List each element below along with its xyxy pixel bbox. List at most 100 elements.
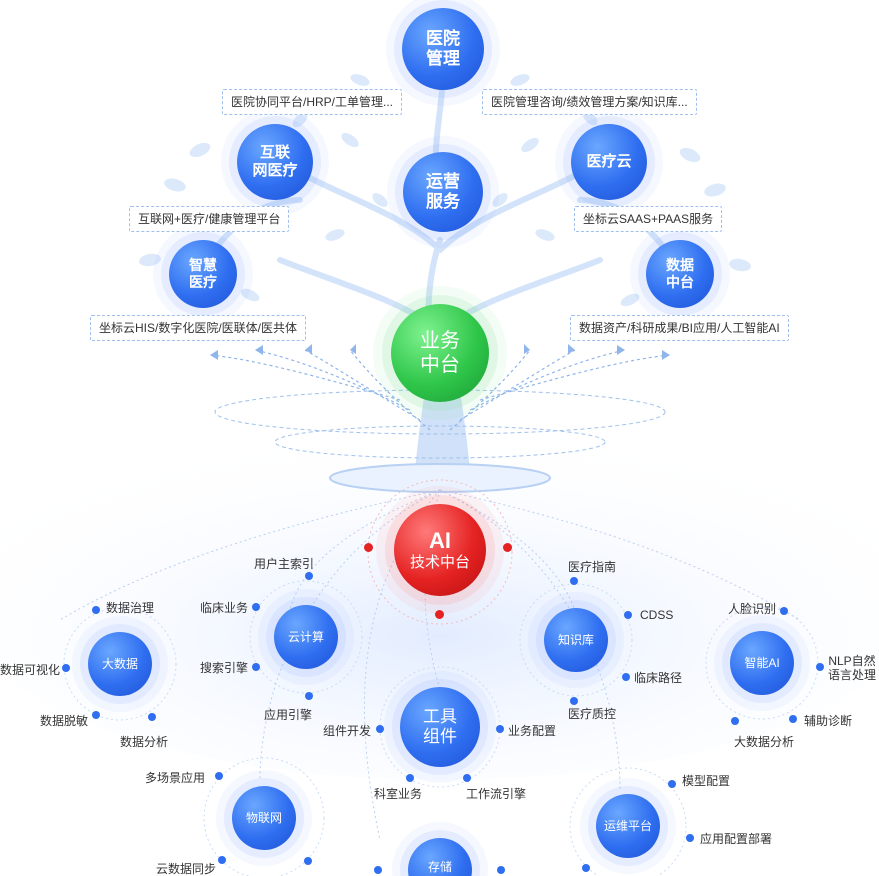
node-data-center-label: 数据 中台 <box>666 257 694 290</box>
label-clinical-path: 临床路径 <box>634 671 683 685</box>
node-smart-ai[interactable]: 智能AI <box>730 631 794 695</box>
label-component-dev: 组件开发 <box>323 724 372 738</box>
tag-his: 坐标云HIS/数字化医院/医联体/医共体 <box>90 315 307 341</box>
label-app-deploy: 应用配置部署 <box>700 832 773 846</box>
dot-quality-control <box>570 697 578 705</box>
node-internet-medical-label: 互联 网医疗 <box>252 144 298 179</box>
dot-workflow-engine <box>463 774 471 782</box>
label-clinical-business: 临床业务 <box>200 601 249 615</box>
roots-glow <box>0 420 879 780</box>
label-quality-control: 医疗质控 <box>568 707 617 721</box>
dot-search-engine <box>252 663 260 671</box>
node-operations-label: 运营 服务 <box>426 171 460 211</box>
node-cloud-compute-label: 云计算 <box>287 629 324 644</box>
ai-subtitle: 技术中台 <box>409 554 470 572</box>
node-medical-cloud-label: 医疗云 <box>586 153 632 170</box>
dot-medical-guide <box>570 577 578 585</box>
arrow-heads <box>210 344 670 360</box>
label-model-config: 模型配置 <box>682 774 731 788</box>
dot-clinical-business <box>252 603 260 611</box>
dot-dept-business <box>406 774 414 782</box>
label-business-config: 业务配置 <box>508 724 557 738</box>
dot-data-masking <box>92 711 100 719</box>
node-big-data-label: 大数据 <box>101 656 138 671</box>
label-cdss: CDSS <box>640 608 674 622</box>
label-face-recognition: 人脸识别 <box>728 602 777 616</box>
dot-user-index <box>305 572 313 580</box>
label-data-visualization: 数据可视化 <box>0 663 61 677</box>
dot-aux-diagnosis <box>789 715 797 723</box>
node-internet-medical[interactable]: 互联 网医疗 <box>237 124 313 200</box>
dot-iot-extra <box>304 857 312 865</box>
label-search-engine: 搜索引擎 <box>200 661 249 675</box>
tag-hospital-platform: 医院协同平台/HRP/工单管理... <box>222 89 403 115</box>
node-tool-component-label: 工具 组件 <box>423 706 457 746</box>
node-medical-cloud[interactable]: 医疗云 <box>571 124 647 200</box>
node-smart-ai-label: 智能AI <box>744 655 780 670</box>
tag-data-assets: 数据资产/科研成果/BI应用/人工智能AI <box>570 315 789 341</box>
ai-dot-left <box>364 543 373 552</box>
node-iot[interactable]: 物联网 <box>232 786 296 850</box>
dot-component-dev <box>376 725 384 733</box>
node-operations[interactable]: 运营 服务 <box>403 152 483 232</box>
node-tool-component[interactable]: 工具 组件 <box>400 687 480 767</box>
label-workflow-engine: 工作流引擎 <box>466 787 527 801</box>
node-big-data[interactable]: 大数据 <box>88 632 152 696</box>
platform-disc <box>329 463 551 493</box>
ai-title: AI <box>429 527 451 553</box>
label-aux-diagnosis: 辅助诊断 <box>804 714 853 728</box>
label-user-index: 用户主索引 <box>254 557 315 571</box>
arrow-lines <box>209 349 671 431</box>
node-knowledge-base-label: 知识库 <box>557 632 594 647</box>
node-ops-platform-label: 运维平台 <box>603 818 652 833</box>
label-data-masking: 数据脱敏 <box>40 714 89 728</box>
node-hospital-management[interactable]: 医院 管理 <box>402 8 484 90</box>
platform-rings <box>214 389 666 459</box>
node-business-center[interactable]: 业务 中台 <box>391 304 489 402</box>
dot-storage-right <box>497 866 505 874</box>
dot-model-config <box>668 780 676 788</box>
dot-app-engine <box>305 692 313 700</box>
tag-saas-paas: 坐标云SAAS+PAAS服务 <box>574 206 723 232</box>
dot-data-visualization <box>62 664 70 672</box>
dot-business-config <box>496 725 504 733</box>
dot-data-analysis <box>148 713 156 721</box>
node-business-center-label: 业务 中台 <box>420 330 460 376</box>
node-smart-medical-label: 智慧 医疗 <box>189 257 217 290</box>
dot-ops-extra <box>582 864 590 872</box>
dot-cdss <box>624 611 632 619</box>
label-data-analysis: 数据分析 <box>120 735 169 749</box>
dot-big-data-analysis <box>731 717 739 725</box>
dot-clinical-path <box>622 673 630 681</box>
node-ops-platform[interactable]: 运维平台 <box>596 794 660 858</box>
dot-cloud-sync <box>218 856 226 864</box>
tag-consulting: 医院管理咨询/绩效管理方案/知识库... <box>482 89 697 115</box>
node-cloud-compute[interactable]: 云计算 <box>274 605 338 669</box>
dot-face-recognition <box>780 607 788 615</box>
node-data-center[interactable]: 数据 中台 <box>646 240 714 308</box>
node-ai-technology-center[interactable]: AI 技术中台 <box>394 504 486 596</box>
node-smart-medical[interactable]: 智慧 医疗 <box>169 240 237 308</box>
ai-dot-right <box>503 543 512 552</box>
label-dept-business: 科室业务 <box>374 787 423 801</box>
dot-app-deploy <box>686 834 694 842</box>
label-cloud-sync: 云数据同步 <box>156 862 217 876</box>
node-iot-label: 物联网 <box>245 810 282 825</box>
node-hospital-management-label: 医院 管理 <box>426 28 460 68</box>
label-big-data-analysis: 大数据分析 <box>734 735 795 749</box>
node-knowledge-base[interactable]: 知识库 <box>544 608 608 672</box>
tag-internet-health: 互联网+医疗/健康管理平台 <box>129 206 290 232</box>
label-data-governance: 数据治理 <box>106 601 155 615</box>
dot-nlp <box>816 663 824 671</box>
label-nlp: NLP自然 语言处理 <box>828 654 877 682</box>
dot-data-governance <box>92 606 100 614</box>
label-multi-scene: 多场景应用 <box>145 771 206 785</box>
node-storage-label: 存储 <box>427 860 452 874</box>
dot-multi-scene <box>215 772 223 780</box>
dot-storage-left <box>374 866 382 874</box>
label-medical-guide: 医疗指南 <box>568 560 617 574</box>
ai-dot-bottom <box>435 610 444 619</box>
label-app-engine: 应用引擎 <box>264 708 313 722</box>
